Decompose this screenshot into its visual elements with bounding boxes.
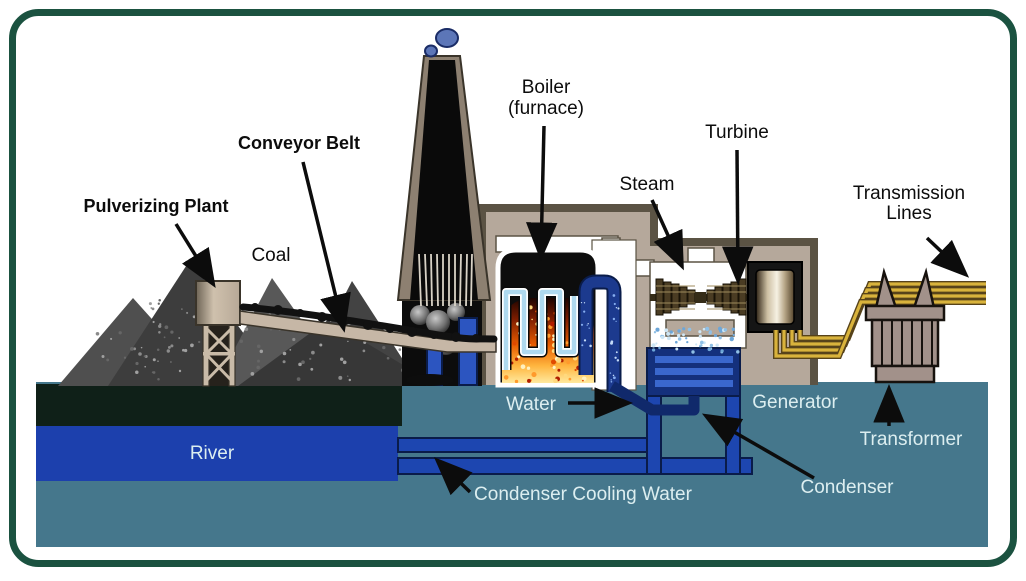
condensate-spray (651, 326, 740, 354)
label-turbine: Turbine (705, 122, 769, 143)
turbine-hall (649, 261, 756, 349)
turbine (650, 278, 756, 316)
chimney-smoke (424, 28, 459, 58)
label-condenser-cooling-water: Condenser Cooling Water (474, 484, 693, 505)
arrow-condenser (701, 413, 815, 480)
chimney (396, 28, 492, 307)
label-transformer: Transformer (860, 429, 963, 450)
coal-drop-pile (406, 374, 454, 386)
generator-wires (773, 281, 986, 359)
label-transmission-line2: Lines (886, 203, 931, 224)
conveyor-belt (239, 303, 498, 386)
arrow-boiler (525, 125, 558, 261)
label-steam: Steam (620, 174, 675, 195)
riser-tube (578, 274, 622, 392)
river-water (36, 426, 398, 481)
arrow-transmission-lines (925, 236, 970, 278)
riverbank (36, 384, 402, 426)
condenser-slat (655, 356, 733, 363)
annotations: Pulverizing Plant Coal Conveyor Belt Boi… (83, 77, 970, 505)
river-section (36, 384, 402, 481)
label-transmission-line1: Transmission (853, 183, 965, 204)
turbine-coupling (695, 292, 706, 303)
generator (747, 261, 803, 333)
cooling-water-pipes (397, 437, 753, 475)
coal-pile (238, 320, 438, 386)
figure-border (9, 9, 1017, 567)
pile-speckles (95, 331, 194, 381)
label-pulverizing-plant: Pulverizing Plant (83, 196, 228, 216)
turbine-blades (655, 278, 747, 316)
pulverizer-box (195, 280, 241, 326)
transformer (864, 267, 946, 384)
pulverizing-plant (195, 280, 241, 387)
stack-core (410, 60, 478, 300)
pulverizer-bar (203, 352, 235, 356)
label-boiler-line2: (furnace) (508, 98, 584, 119)
condenser (609, 326, 741, 475)
arrow-steam (650, 199, 684, 271)
smoke-puff (424, 44, 438, 58)
turbine-stripes (656, 285, 746, 310)
cooling-pipe-upper (397, 437, 651, 453)
label-river: River (190, 443, 235, 464)
label-water: Water (506, 394, 557, 415)
generator-rotor (755, 269, 795, 325)
label-condenser: Condenser (801, 477, 895, 498)
tube-speckles (609, 294, 620, 383)
condenser-slat (655, 380, 733, 387)
arrow-pulverizing-plant (174, 223, 216, 288)
boiler (495, 239, 637, 392)
arrow-turbine (722, 149, 754, 285)
label-boiler-line1: Boiler (522, 77, 571, 98)
turbine-pedestal (665, 319, 735, 337)
label-conveyor-belt: Conveyor Belt (238, 133, 360, 153)
stack-vents (418, 253, 473, 307)
cooling-pipe-lower (397, 457, 753, 475)
arrow-condenser-cooling-water (433, 457, 473, 496)
pulverizer-braces (204, 326, 234, 383)
condenser-slat (655, 368, 733, 375)
transformer-base (874, 364, 936, 384)
transformer-top-plate (864, 304, 946, 322)
arrow-conveyor-belt (301, 161, 351, 333)
smoke-puff (435, 28, 459, 48)
label-generator: Generator (752, 392, 838, 413)
water-tubes (500, 286, 580, 370)
label-coal: Coal (251, 245, 290, 266)
transformer-ribs (881, 320, 933, 366)
tube-speckles (580, 301, 592, 348)
